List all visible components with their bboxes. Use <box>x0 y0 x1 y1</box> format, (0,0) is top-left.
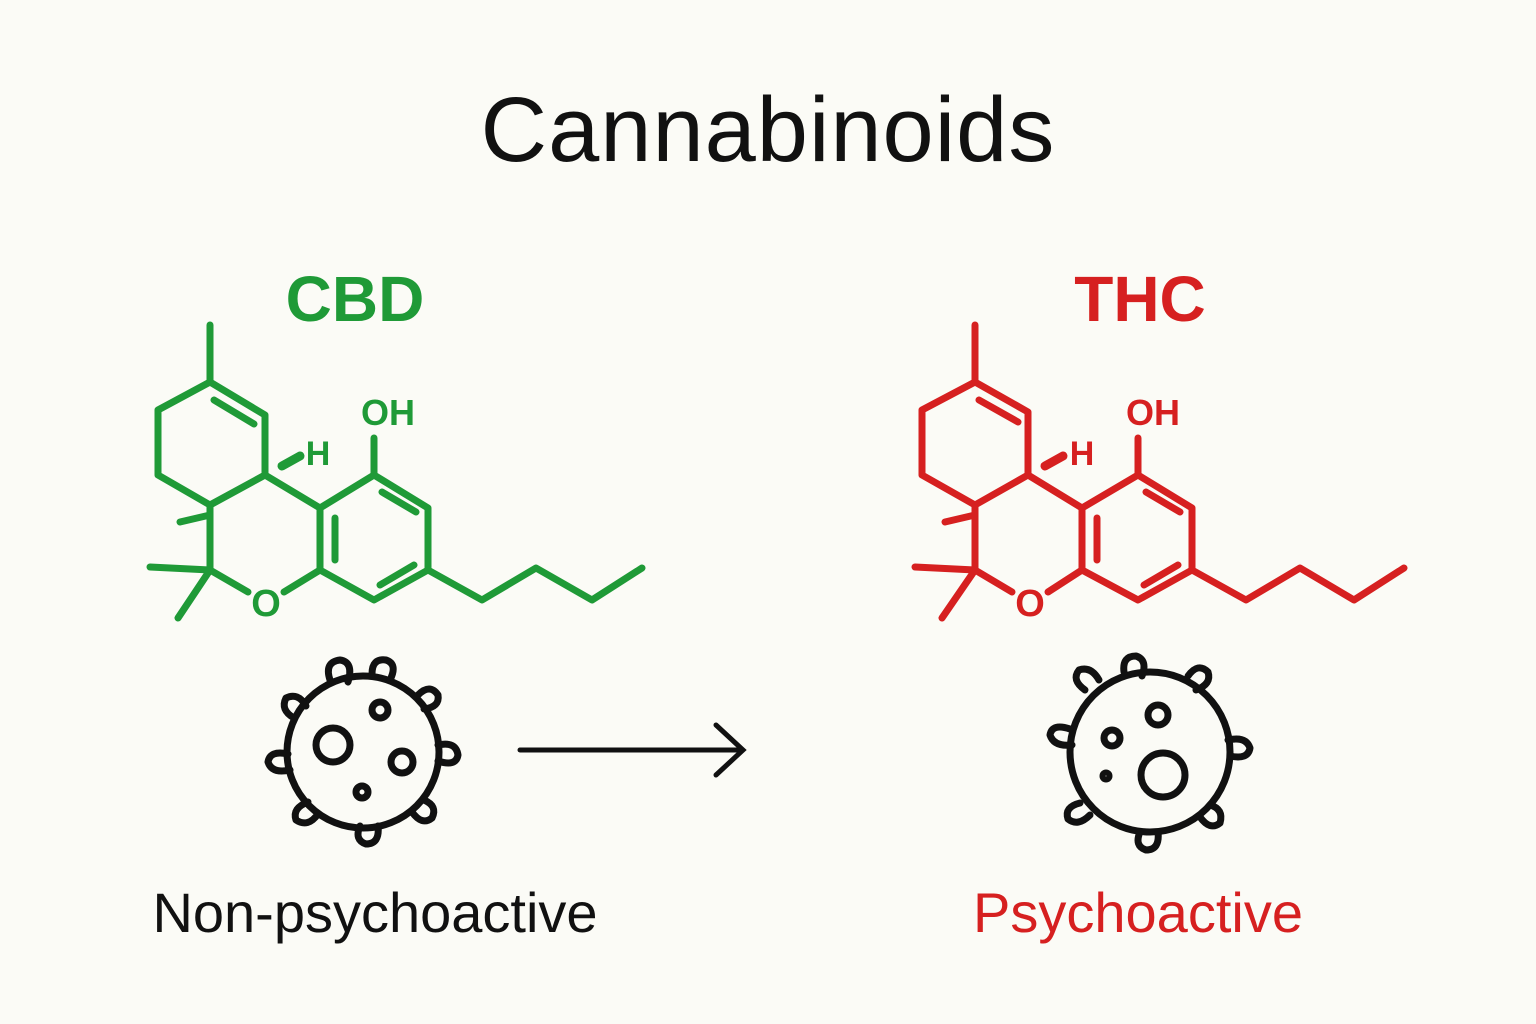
non-psychoactive-label: Non-psychoactive <box>152 881 598 944</box>
thc-hydrogen-label: H <box>1070 435 1095 473</box>
cbd-oxygen-label: O <box>251 583 281 625</box>
right-arrow-icon <box>517 722 747 778</box>
cell-icon <box>1046 652 1254 854</box>
thc-molecule-structure-icon <box>911 321 1408 622</box>
cbd-hydroxyl-label: OH <box>361 392 415 433</box>
cbd-hydrogen-label: H <box>306 435 331 473</box>
thc-hydroxyl-label: OH <box>1126 392 1180 433</box>
thc-oxygen-label: O <box>1015 583 1045 625</box>
thc-label: THC <box>1074 263 1206 335</box>
cbd-molecule-structure-icon <box>146 321 646 622</box>
cbd-label: CBD <box>285 263 425 335</box>
cell-icon <box>264 656 462 848</box>
page-title: Cannabinoids <box>480 79 1056 181</box>
psychoactive-label: Psychoactive <box>973 881 1303 944</box>
